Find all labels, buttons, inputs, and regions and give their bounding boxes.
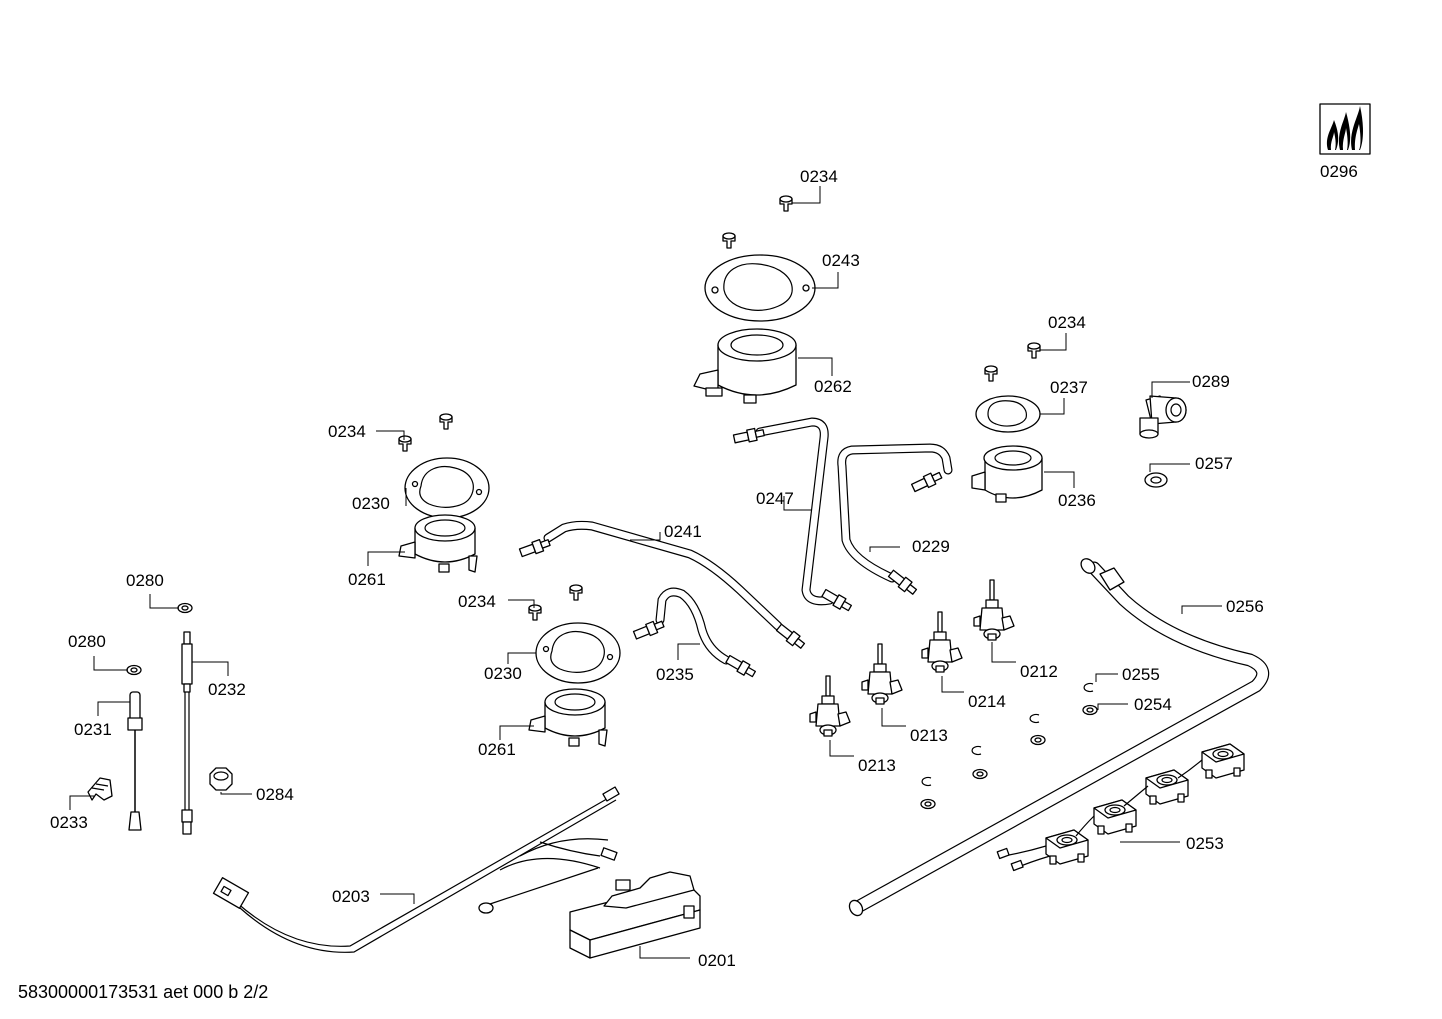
gas-pipe-0235 — [632, 587, 758, 680]
clip — [971, 745, 982, 756]
gasket-0230-upper — [404, 457, 490, 519]
gasket-0237 — [975, 395, 1041, 433]
label-0230-lower: 0230 — [484, 664, 522, 683]
clip-0233 — [87, 777, 113, 801]
washer — [1030, 734, 1046, 746]
burner-base-0261-upper — [398, 514, 478, 573]
ignition-module-0201 — [569, 871, 701, 959]
label-0230-upper: 0230 — [352, 494, 390, 513]
burner-base-0262 — [693, 328, 797, 404]
elbow-0289 — [1139, 395, 1187, 439]
label-0284: 0284 — [256, 785, 294, 804]
valve-0212 — [973, 579, 1015, 641]
clip-0255 — [1083, 682, 1094, 693]
clip — [921, 776, 932, 787]
label-0235: 0235 — [656, 665, 694, 684]
gas-pipe-0256 — [848, 558, 1270, 917]
label-0234-right: 0234 — [1048, 313, 1086, 332]
thermocouple-0232 — [181, 631, 193, 835]
ignition-connector — [1201, 743, 1245, 779]
screw-0234-lower — [528, 604, 542, 621]
label-0257: 0257 — [1195, 454, 1233, 473]
label-0289: 0289 — [1192, 372, 1230, 391]
ignition-wires — [996, 759, 1203, 872]
label-0256: 0256 — [1226, 597, 1264, 616]
washer — [920, 798, 936, 810]
label-0233: 0233 — [50, 813, 88, 832]
label-0201: 0201 — [698, 951, 736, 970]
label-0213-upper: 0213 — [910, 726, 948, 745]
label-0253: 0253 — [1186, 834, 1224, 853]
gasket-0230-lower — [535, 622, 621, 684]
valve-0213-upper — [861, 643, 903, 705]
washer-0257 — [1144, 472, 1168, 488]
valve-0214 — [921, 611, 963, 673]
label-0280-lower: 0280 — [68, 632, 106, 651]
screw-0234-top — [779, 195, 793, 212]
label-0212: 0212 — [1020, 662, 1058, 681]
label-0231: 0231 — [74, 720, 112, 739]
nut-0284 — [209, 767, 233, 791]
label-0241: 0241 — [664, 522, 702, 541]
label-0203: 0203 — [332, 887, 370, 906]
screw-top-2 — [722, 232, 736, 249]
label-0247: 0247 — [756, 489, 794, 508]
washer-0280-lower — [126, 664, 142, 676]
document-code: 58300000173531 aet 000 b 2/2 — [18, 982, 269, 1002]
screw-0234-right — [1027, 342, 1041, 359]
label-0236: 0236 — [1058, 491, 1096, 510]
valve-0213-lower — [809, 675, 851, 737]
clip — [1029, 713, 1040, 724]
burner-base-0236 — [971, 445, 1043, 503]
label-0234-top: 0234 — [800, 167, 838, 186]
label-0232: 0232 — [208, 680, 246, 699]
screw-right-2 — [984, 365, 998, 382]
wiring-harness-0203 — [212, 786, 620, 953]
label-0255: 0255 — [1122, 665, 1160, 684]
ignition-connector — [1045, 829, 1089, 865]
gas-pipe-0229 — [837, 443, 953, 598]
label-0214: 0214 — [968, 692, 1006, 711]
logo-number: 0296 — [1320, 162, 1358, 181]
gas-flame-icon — [1319, 103, 1371, 155]
label-0254: 0254 — [1134, 695, 1172, 714]
gasket-0243 — [704, 254, 816, 322]
screw-left-2 — [439, 413, 453, 430]
washer — [972, 768, 988, 780]
label-0261-upper: 0261 — [348, 570, 386, 589]
label-0234-lower: 0234 — [458, 592, 496, 611]
label-0229: 0229 — [912, 537, 950, 556]
screw-0234-left — [398, 435, 412, 452]
label-0280-upper: 0280 — [126, 571, 164, 590]
label-0261-lower: 0261 — [478, 740, 516, 759]
ignition-connector — [1093, 799, 1137, 835]
washer-0254 — [1082, 704, 1098, 716]
burner-base-0261-lower — [528, 688, 608, 747]
gas-pipe-0247 — [732, 417, 854, 614]
washer-0280-upper — [177, 602, 193, 614]
screw-lower-2 — [569, 584, 583, 601]
label-0213-lower: 0213 — [858, 756, 896, 775]
label-0234-left: 0234 — [328, 422, 366, 441]
ignition-electrode-0231 — [127, 691, 143, 831]
label-0237: 0237 — [1050, 378, 1088, 397]
label-0262: 0262 — [814, 377, 852, 396]
label-0243: 0243 — [822, 251, 860, 270]
